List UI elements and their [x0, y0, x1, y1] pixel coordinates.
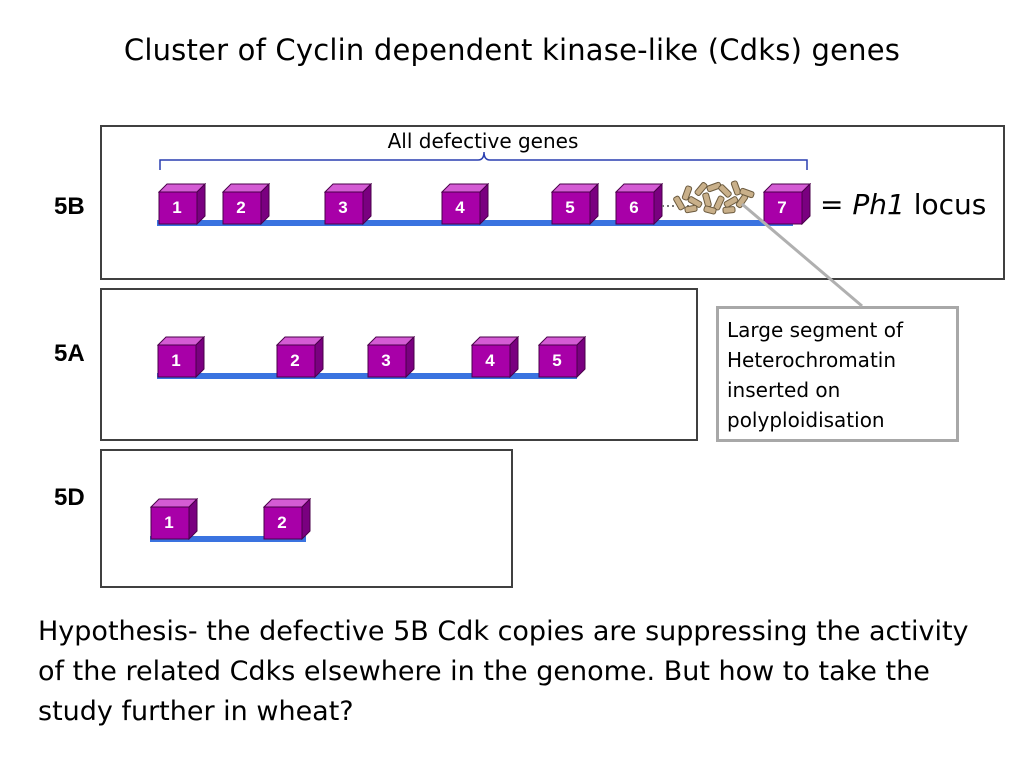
- hypothesis-text: Hypothesis- the defective 5B Cdk copies …: [38, 616, 969, 727]
- chromosome-label-5d: 5D: [54, 484, 85, 511]
- gene-5a-1: 1: [157, 336, 205, 378]
- gene-cube-icon: [324, 183, 372, 225]
- gene-cube-icon: [471, 336, 519, 378]
- gene-cube-icon: [367, 336, 415, 378]
- ph1-suffix: locus: [904, 188, 987, 221]
- gene-cube-icon: [222, 183, 270, 225]
- defective-genes-brace: [159, 151, 808, 170]
- gene-cube-icon: [150, 498, 198, 540]
- gene-5b-6: 6: [615, 183, 663, 225]
- gene-number: 1: [171, 351, 181, 370]
- gene-number: 2: [277, 513, 287, 532]
- callout-leader-line: [741, 202, 863, 308]
- gene-cube-icon: [263, 498, 311, 540]
- gene-5a-2: 2: [276, 336, 324, 378]
- chromosome-track-5a: [157, 373, 577, 379]
- gene-5d-1: 1: [150, 498, 198, 540]
- ph1-prefix: =: [820, 188, 853, 221]
- gene-number: 1: [172, 198, 182, 217]
- gene-number: 3: [338, 198, 348, 217]
- gene-cube-icon: [615, 183, 663, 225]
- gene-number: 1: [164, 513, 174, 532]
- gene-5a-4: 4: [471, 336, 519, 378]
- gene-number: 5: [552, 351, 562, 370]
- gene-5b-4: 4: [441, 183, 489, 225]
- gene-5b-2: 2: [222, 183, 270, 225]
- gene-5a-5: 5: [538, 336, 586, 378]
- gene-cube-icon: [276, 336, 324, 378]
- heterochromatin-callout: Large segment of Heterochromatin inserte…: [716, 306, 959, 442]
- gene-5b-3: 3: [324, 183, 372, 225]
- slide-title: Cluster of Cyclin dependent kinase-like …: [123, 33, 901, 67]
- gene-number: 3: [381, 351, 391, 370]
- heterochromatin-cluster: [673, 180, 755, 215]
- gene-5b-7: 7: [763, 183, 811, 225]
- ph1-gene-name: Ph1: [852, 188, 905, 221]
- gene-cube-icon: [157, 336, 205, 378]
- gene-number: 7: [777, 198, 787, 217]
- gene-5b-5: 5: [551, 183, 599, 225]
- gene-cube-icon: [538, 336, 586, 378]
- gene-number: 4: [485, 351, 495, 370]
- gene-5a-3: 3: [367, 336, 415, 378]
- chromosome-label-5b: 5B: [54, 193, 85, 220]
- gene-number: 6: [629, 198, 639, 217]
- gene-number: 4: [455, 198, 465, 217]
- gene-5b-1: 1: [158, 183, 206, 225]
- gene-number: 2: [236, 198, 246, 217]
- chromosome-label-5a: 5A: [54, 340, 85, 367]
- gene-cube-icon: [551, 183, 599, 225]
- ph1-locus-label: = Ph1 locus: [820, 188, 986, 222]
- gene-5d-2: 2: [263, 498, 311, 540]
- gene-number: 5: [565, 198, 575, 217]
- chromosome-track-5d: [150, 536, 306, 542]
- gene-cube-icon: [158, 183, 206, 225]
- gene-cube-icon: [763, 183, 811, 225]
- all-defective-genes-label: All defective genes: [387, 129, 579, 153]
- gene-number: 2: [290, 351, 300, 370]
- gene-cube-icon: [441, 183, 489, 225]
